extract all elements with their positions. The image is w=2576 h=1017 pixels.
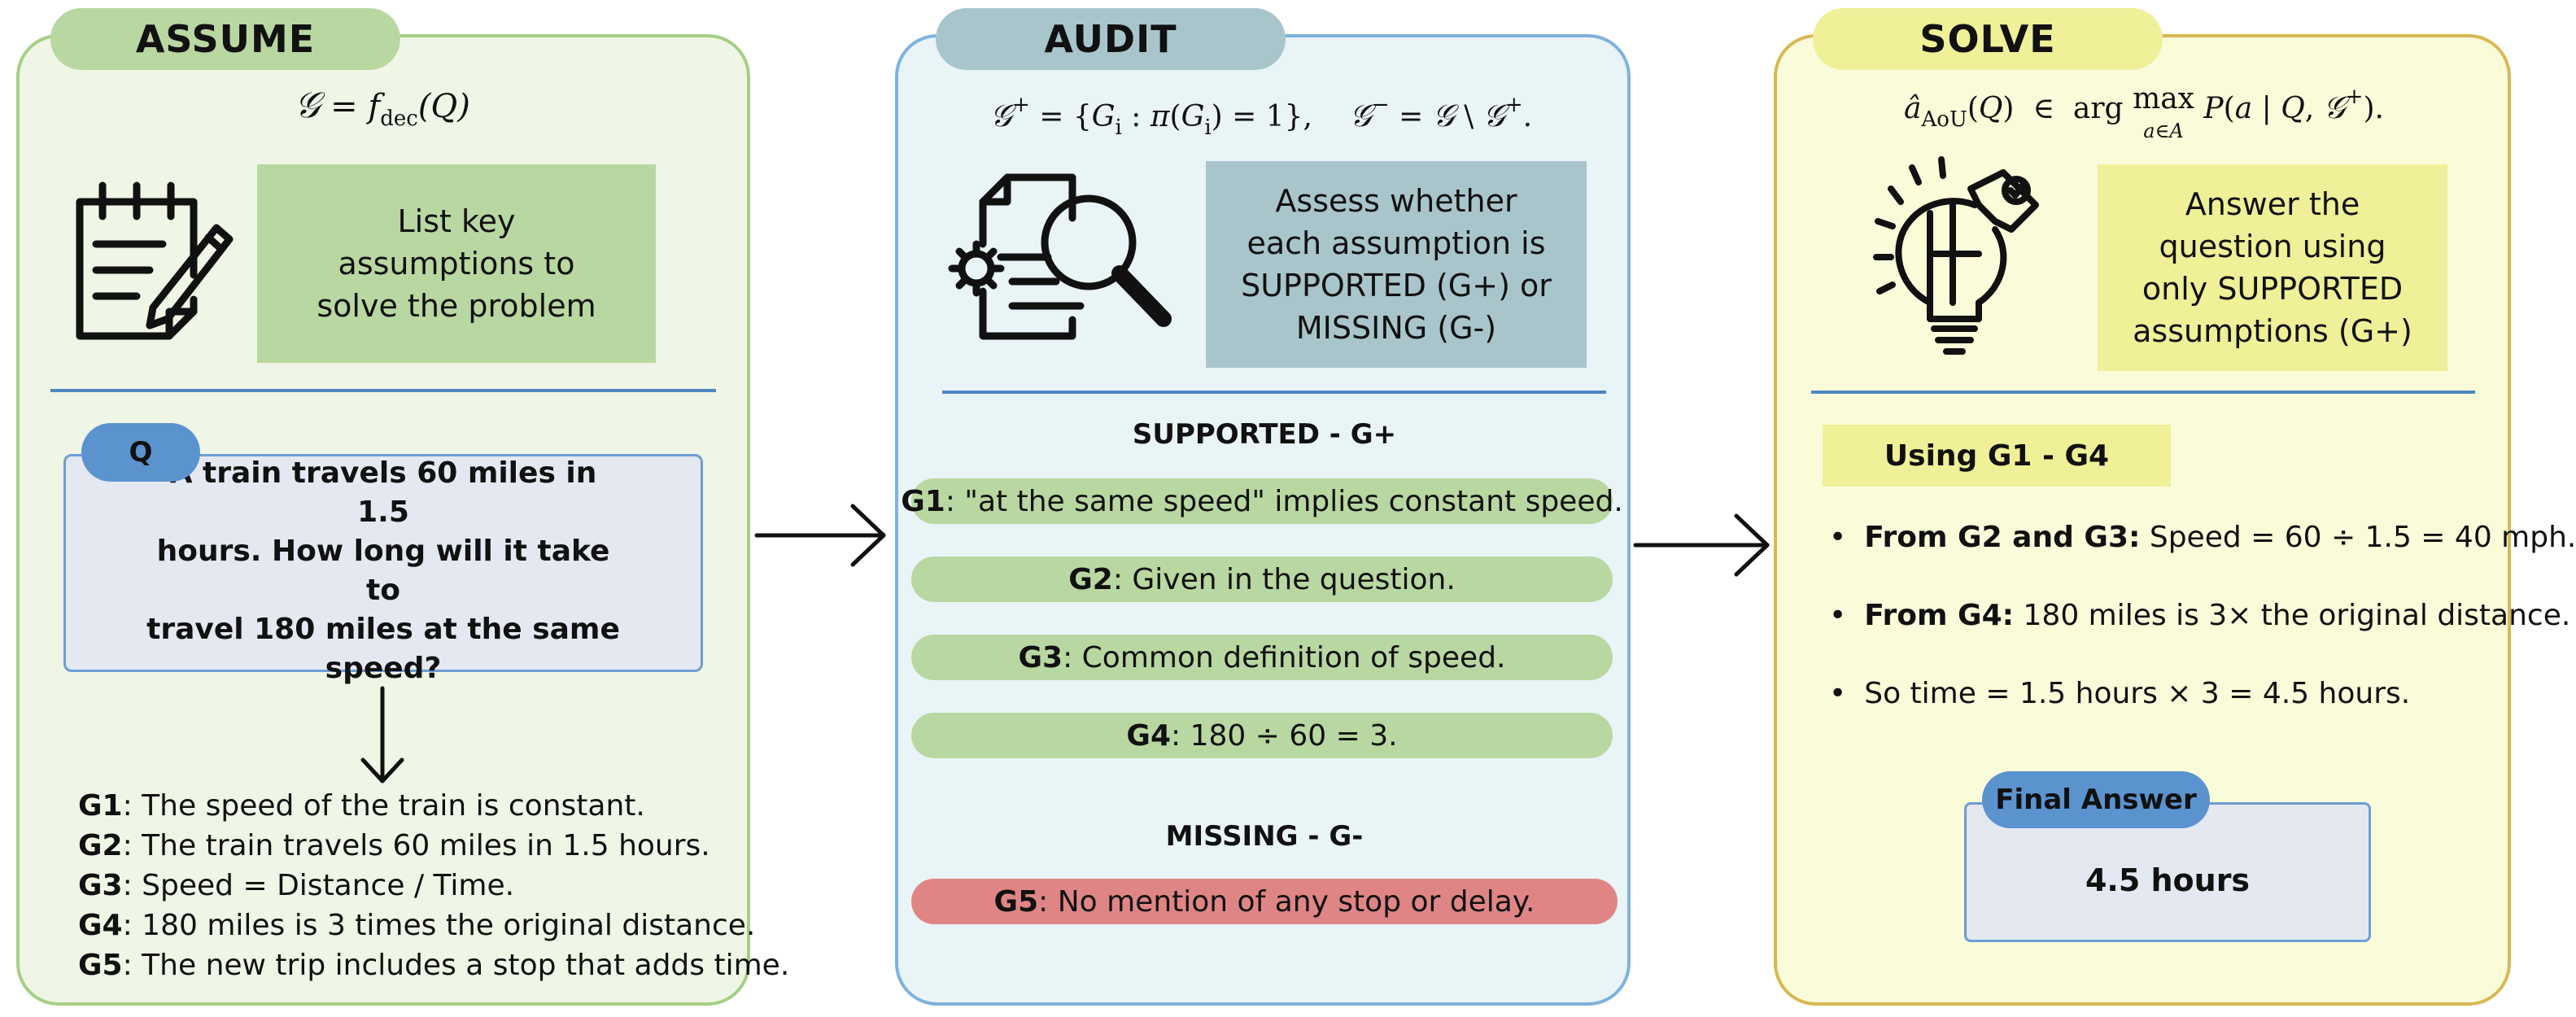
missing-title: MISSING - G- (1165, 820, 1364, 853)
solve-step: From G2 and G3: Speed = 60 ÷ 1.5 = 40 mp… (1829, 521, 2576, 554)
list-item: G2: The train travels 60 miles in 1.5 ho… (78, 829, 710, 862)
list-item: G4: 180 miles is 3 times the original di… (78, 909, 756, 942)
supported-item: G4: 180 ÷ 60 = 3. (911, 713, 1613, 758)
solve-title: SOLVE (1813, 8, 2163, 70)
right-arrow-icon (1633, 513, 1770, 577)
document-magnifier-icon (948, 173, 1172, 340)
audit-divider (942, 391, 1606, 394)
missing-item: G5: No mention of any stop or delay. (911, 879, 1618, 924)
solve-step: So time = 1.5 hours × 3 = 4.5 hours. (1829, 677, 2410, 710)
list-item: G1: The speed of the train is constant. (78, 789, 645, 823)
audit-formula: 𝒢+ = {Gi : π(Gi) = 1}, 𝒢− = 𝒢 \ 𝒢+. (989, 93, 1533, 140)
assumption-list: G1: The speed of the train is constant. … (78, 786, 789, 985)
supported-item: G2: Given in the question. (911, 557, 1613, 602)
audit-title: AUDIT (936, 8, 1286, 70)
supported-title: SUPPORTED - G+ (1132, 418, 1397, 451)
final-answer-tag: Final Answer (1982, 771, 2210, 828)
assume-title: ASSUME (50, 8, 400, 70)
question-tag: Q (81, 423, 200, 482)
lightbulb-puzzle-icon (1873, 156, 2039, 355)
list-item: G3: Speed = Distance / Time. (78, 869, 515, 902)
using-label: Using G1 - G4 (1823, 425, 2171, 487)
supported-item: G3: Common definition of speed. (911, 635, 1613, 680)
down-arrow-icon (360, 686, 404, 783)
list-item: G5: The new trip includes a stop that ad… (78, 949, 790, 982)
solve-step: From G4: 180 miles is 3× the original di… (1829, 599, 2570, 632)
right-arrow-icon (754, 504, 886, 567)
assume-divider (50, 389, 716, 392)
notepad-pencil-icon (76, 181, 234, 340)
supported-item: G1: "at the same speed" implies constant… (901, 478, 1623, 524)
solve-divider (1811, 391, 2475, 394)
assume-formula: 𝒢 = fdec(Q) (295, 85, 470, 131)
